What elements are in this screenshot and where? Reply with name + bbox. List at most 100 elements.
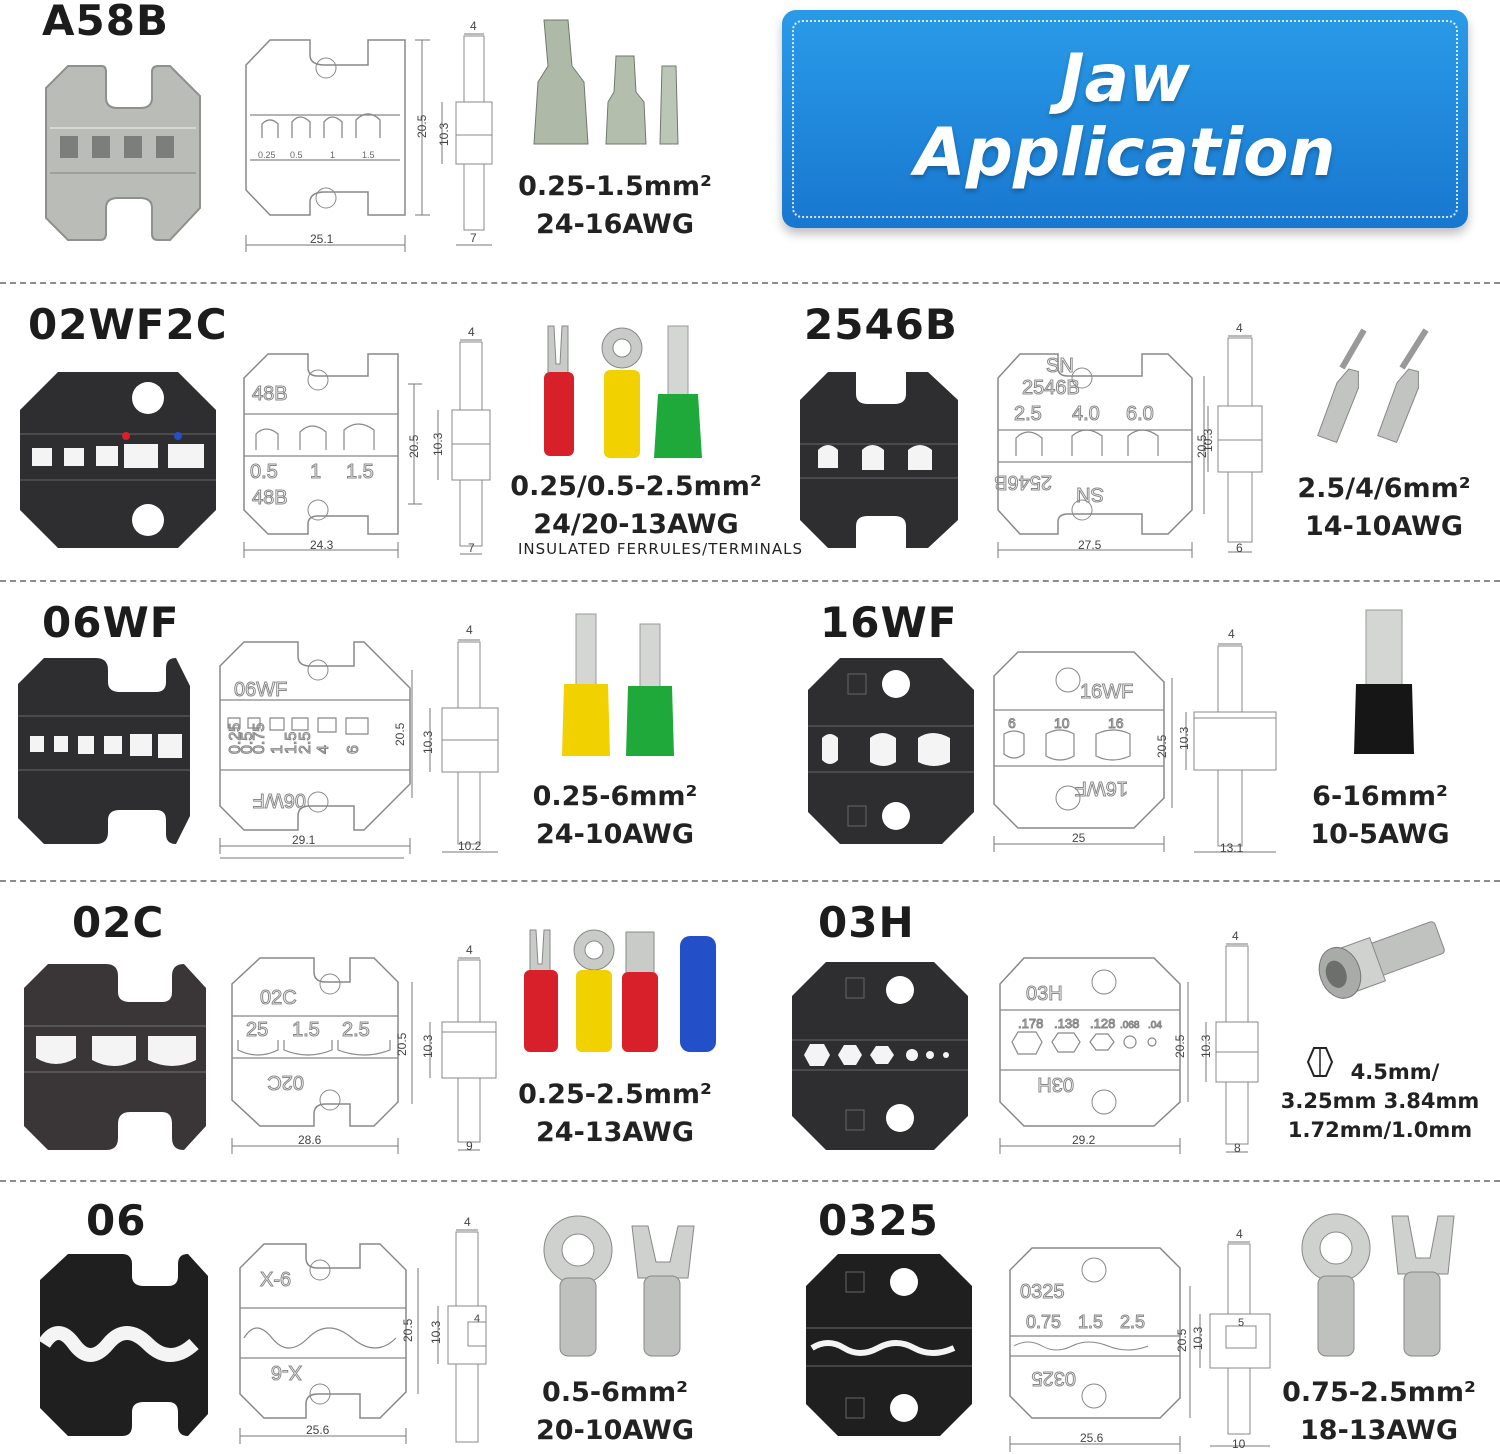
- die-mark: 48B: [252, 487, 288, 509]
- die-label: 1.5: [346, 461, 374, 483]
- die-label: 2.5: [1014, 403, 1042, 425]
- width-dimension: 29.1: [292, 833, 316, 847]
- spec-text: 0.25-2.5mm² 24-13AWG: [500, 1076, 730, 1152]
- female-spade-icon: [533, 19, 679, 145]
- model-title: 16WF: [820, 598, 958, 647]
- die-label: 1: [330, 150, 335, 160]
- die-label: 6.0: [1126, 403, 1154, 425]
- width-dimension: 25: [1072, 831, 1086, 845]
- die-label: 6: [1008, 715, 1016, 731]
- die-label: 0.75: [251, 723, 268, 754]
- die-label: 0.5: [239, 732, 256, 754]
- spec-mm: 0.75-2.5mm²: [1282, 1377, 1476, 1408]
- spec-mm: 2.5/4/6mm²: [1297, 473, 1471, 504]
- jaw-0325: 0325 0325 0.75 1.5 2.5 0325 25.6 20.5 4: [760, 1182, 1500, 1454]
- model-title: 06WF: [42, 598, 180, 647]
- side-dimension-drawing: 4 10.3 13.1: [1180, 627, 1277, 855]
- die-mark: 0325: [1020, 1281, 1065, 1303]
- banner-title-line2: Application: [914, 114, 1336, 191]
- die-mark: 2546B: [994, 471, 1052, 493]
- width-dimension: 28.6: [298, 1133, 322, 1147]
- die-label: 2.5: [342, 1019, 370, 1041]
- section-divider: [0, 880, 1500, 882]
- die-mark: 03H: [1037, 1073, 1074, 1095]
- thickness-dimension: 7: [470, 231, 477, 245]
- open-barrel-pin-icon: [1317, 328, 1429, 443]
- height-dimension: 20.5: [407, 434, 421, 458]
- die-label: 0.75: [1026, 1312, 1061, 1332]
- top-dimension: 4: [1236, 1227, 1243, 1241]
- die-mark: 02C: [260, 987, 297, 1009]
- die-label: 1.5: [362, 150, 375, 160]
- banner-title-line1: Jaw: [1059, 40, 1191, 117]
- top-dimension: 4: [1228, 627, 1235, 641]
- thickness-dimension: 7: [468, 541, 475, 555]
- spec-awg: 10-5AWG: [1310, 819, 1450, 850]
- die-mark: 0325: [1032, 1367, 1077, 1389]
- hexagon-crimp-icon: [1306, 1047, 1334, 1077]
- width-dimension: 27.5: [1078, 538, 1102, 552]
- model-title: 02C: [72, 898, 165, 947]
- die-label: 1.5: [283, 732, 300, 754]
- jaw-die-photo: [808, 658, 974, 844]
- die-mark: 48B: [252, 383, 288, 405]
- side-dimension-drawing: 4 10.3 10.2: [421, 623, 499, 853]
- jaw-die-photo: [20, 372, 216, 548]
- front-dimension-drawing: 02C 25 1.5 2.5 02C 28.6 20.5: [231, 957, 413, 1154]
- die-mark: 16WF: [1080, 681, 1133, 703]
- ring-fork-terminal-icon: [543, 1215, 695, 1357]
- top-dimension: 4: [470, 20, 477, 33]
- side-height-dimension: 10.3: [421, 1034, 435, 1058]
- thickness-dimension: 6: [1236, 541, 1243, 555]
- thickness-dimension: 9: [466, 1139, 473, 1153]
- spec-mm: 0.25-2.5mm²: [518, 1079, 712, 1110]
- die-mark: 06WF: [234, 679, 287, 701]
- height-dimension: 20.5: [401, 1318, 415, 1342]
- die-label: 4.0: [1072, 403, 1100, 425]
- jaw-die-photo: [45, 65, 201, 241]
- thickness-dimension: 8: [1234, 1141, 1241, 1155]
- top-dimension: 4: [468, 325, 475, 339]
- die-label: 2.5: [297, 732, 314, 754]
- height-dimension: 20.5: [1155, 734, 1169, 758]
- spec-awg: 24/20-13AWG: [533, 509, 739, 540]
- side-dimension-drawing: 4 10.3 7: [437, 20, 493, 246]
- row-1: A58B 0.25 0.5 1 1.5 25.1 20.5 4: [0, 0, 1500, 282]
- side-height-dimension: 10.3: [421, 730, 435, 754]
- jaw-a58b: A58B 0.25 0.5 1 1.5 25.1 20.5 4: [0, 0, 760, 282]
- spec-text: 0.25/0.5-2.5mm² 24/20-13AWG: [506, 468, 766, 544]
- top-dimension: 4: [1232, 929, 1239, 943]
- front-dimension-drawing: 0325 0.75 1.5 2.5 0325 25.6 20.5: [1009, 1247, 1191, 1452]
- section-divider: [0, 580, 1500, 582]
- spec-text: 0.75-2.5mm² 18-13AWG: [1262, 1374, 1496, 1450]
- width-dimension: 25.6: [306, 1423, 330, 1437]
- die-mark: 16WF: [1075, 777, 1128, 799]
- side-dimension-drawing: 4 10.3 6: [1202, 321, 1263, 555]
- jaw-die-photo: [18, 658, 190, 844]
- die-label: .178: [1018, 1016, 1043, 1031]
- ferrule-pair-icon: [562, 613, 674, 756]
- die-mark: 06WF: [253, 789, 306, 811]
- spec-awg: 20-10AWG: [536, 1415, 694, 1446]
- top-dimension: 4: [466, 943, 473, 957]
- side-dimension-drawing: 4 5 10.3 10: [1191, 1227, 1271, 1451]
- jaw-die-photo: [806, 1254, 972, 1436]
- bnc-connector-icon: [1318, 921, 1445, 999]
- spec-line-1: 4.5mm/: [1350, 1060, 1440, 1084]
- spec-awg: 18-13AWG: [1300, 1415, 1458, 1446]
- spec-mm: 0.5-6mm²: [542, 1377, 688, 1408]
- die-label: 6: [345, 745, 362, 754]
- die-mark: 2546B: [1022, 377, 1080, 399]
- spec-text: 2.5/4/6mm² 14-10AWG: [1274, 470, 1494, 546]
- spec-text: 0.5-6mm² 20-10AWG: [500, 1374, 730, 1450]
- die-label: 1: [310, 461, 321, 483]
- thickness-dimension: 13.1: [1220, 841, 1244, 855]
- side-dimension-drawing: 4 10.3 8: [1199, 929, 1259, 1155]
- thickness-dimension: 10.2: [458, 839, 482, 853]
- width-dimension: 24.3: [310, 538, 334, 552]
- row-2: 02WF2C 48B 0.5 1 1.5 48B 24.3 20.5 4: [0, 284, 1500, 580]
- large-ferrule-icon: [1354, 609, 1414, 754]
- width-dimension: 25.1: [310, 232, 334, 246]
- width-dimension: 25.6: [1080, 1431, 1104, 1445]
- height-dimension: 20.5: [415, 114, 429, 138]
